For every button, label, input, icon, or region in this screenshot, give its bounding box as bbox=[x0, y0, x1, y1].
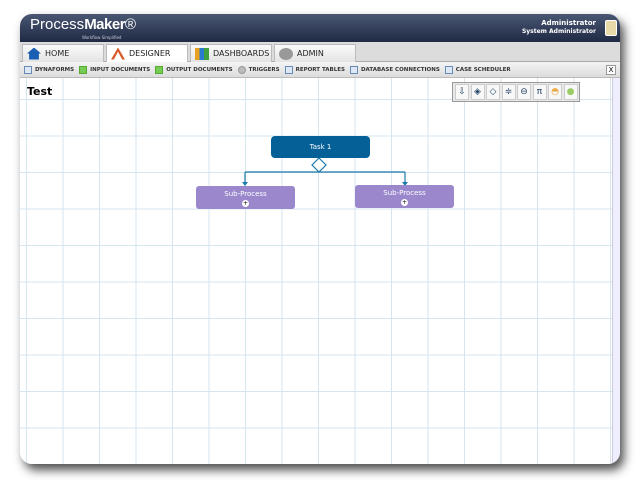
subprocess-label: Sub-Process bbox=[355, 189, 454, 197]
database-icon bbox=[350, 66, 358, 74]
calendar-icon bbox=[445, 66, 453, 74]
tab-dashboards[interactable]: DASHBOARDS bbox=[190, 44, 272, 62]
user-info: AdministratorSystem Administrator bbox=[522, 19, 596, 36]
parallel-gateway-icon bbox=[312, 158, 326, 172]
dynaforms-icon bbox=[24, 66, 32, 74]
avatar[interactable] bbox=[605, 20, 617, 36]
report-tables-icon bbox=[285, 66, 293, 74]
output-documents-icon bbox=[155, 66, 163, 74]
dashboards-icon bbox=[195, 48, 209, 60]
toolbar-input-documents[interactable]: INPUT DOCUMENTS bbox=[79, 66, 150, 74]
subprocess-label: Sub-Process bbox=[196, 190, 295, 198]
gear-icon bbox=[238, 66, 246, 74]
designer-toolbar: DYNAFORMS INPUT DOCUMENTS OUTPUT DOCUMEN… bbox=[20, 62, 620, 78]
header: ProcessMaker® Workflow Simplified Admini… bbox=[20, 14, 620, 42]
toolbar-case-scheduler[interactable]: CASE SCHEDULER bbox=[445, 66, 511, 74]
tab-home[interactable]: HOME bbox=[22, 44, 104, 62]
toolbar-dynaforms[interactable]: DYNAFORMS bbox=[24, 66, 74, 74]
designer-icon bbox=[111, 48, 125, 60]
expand-icon[interactable]: + bbox=[242, 200, 249, 207]
subprocess-right[interactable]: Sub-Process + bbox=[355, 185, 454, 208]
vertical-scrollbar[interactable] bbox=[612, 78, 620, 464]
tab-admin[interactable]: ADMIN bbox=[274, 44, 356, 62]
toolbar-report-tables[interactable]: REPORT TABLES bbox=[285, 66, 345, 74]
app-window: ProcessMaker® Workflow Simplified Admini… bbox=[20, 14, 620, 464]
gear-icon bbox=[279, 48, 293, 60]
main-tabs: HOME DESIGNER DASHBOARDS ADMIN bbox=[20, 42, 620, 62]
input-documents-icon bbox=[79, 66, 87, 74]
toolbar-output-documents[interactable]: OUTPUT DOCUMENTS bbox=[155, 66, 232, 74]
logo: ProcessMaker® bbox=[30, 17, 136, 33]
process-canvas[interactable]: Test ⇩ ◈ ◇ ≑ ⊖ π ◓ ● Task 1 Sub-Process+… bbox=[20, 78, 612, 464]
task-1[interactable]: Task 1 bbox=[271, 136, 370, 158]
expand-icon[interactable]: + bbox=[401, 199, 408, 206]
toolbar-triggers[interactable]: TRIGGERS bbox=[238, 66, 280, 74]
toolbar-database-connections[interactable]: DATABASE CONNECTIONS bbox=[350, 66, 440, 74]
subprocess-left[interactable]: Sub-Process + bbox=[196, 186, 295, 209]
tab-designer[interactable]: DESIGNER bbox=[106, 44, 188, 62]
close-button[interactable]: X bbox=[606, 65, 616, 75]
connector-line bbox=[245, 158, 405, 184]
tagline: Workflow Simplified bbox=[82, 35, 121, 40]
home-icon bbox=[27, 48, 41, 60]
